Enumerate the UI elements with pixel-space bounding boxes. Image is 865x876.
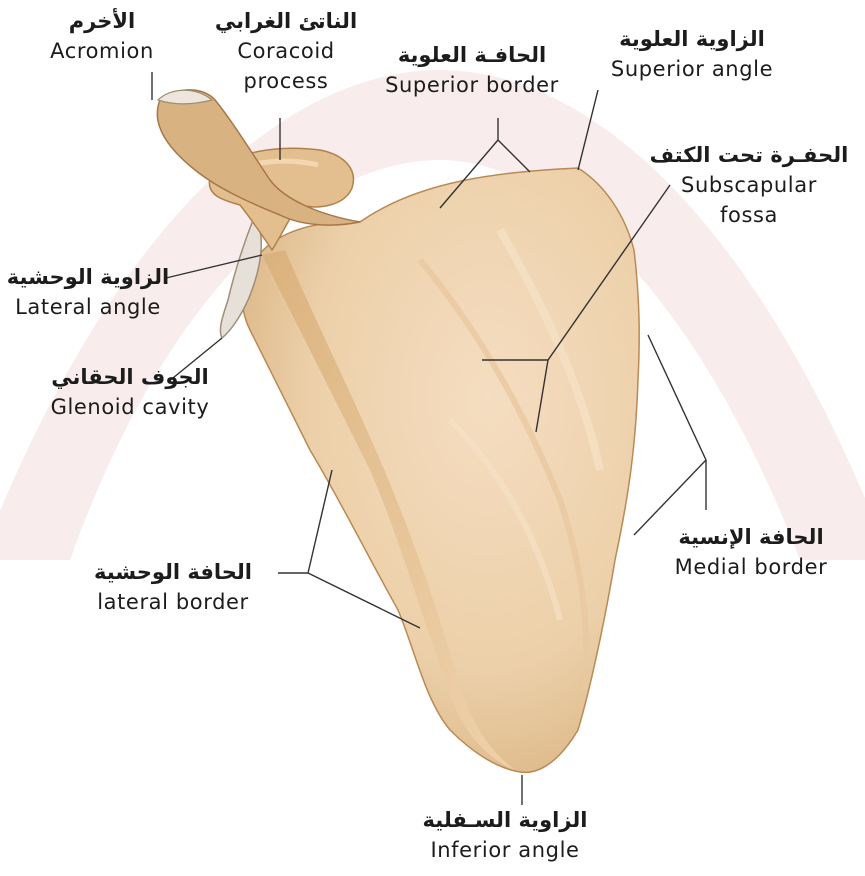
label-subscapular-fossa-ar: الحفـرة تحت الكتف [634,140,864,170]
label-inferior-angle-en: Inferior angle [400,835,610,865]
label-lateral-angle: الزاوية الوحشية Lateral angle [4,262,172,322]
label-coracoid-en2: process [198,66,374,96]
label-superior-angle-en: Superior angle [586,54,798,84]
label-medial-border-ar: الحافة الإنسية [646,522,856,552]
label-lateral-angle-ar: الزاوية الوحشية [4,262,172,292]
label-superior-angle-ar: الزاوية العلوية [586,24,798,54]
scapula-body [243,168,640,772]
label-superior-angle: الزاوية العلوية Superior angle [586,24,798,84]
label-acromion-en: Acromion [28,36,176,66]
label-lateral-border-en: lateral border [70,587,276,617]
leader-medial-border [634,335,706,535]
label-superior-border: الحافـة العلوية Superior border [354,40,590,100]
label-medial-border-en: Medial border [646,552,856,582]
label-coracoid-process: الناتئ الغرابي Coracoid process [198,6,374,96]
label-coracoid-en1: Coracoid [198,36,374,66]
label-acromion: الأخرم Acromion [28,6,176,66]
label-glenoid-cavity-en: Glenoid cavity [26,392,234,422]
label-inferior-angle-ar: الزاوية السـفلية [400,805,610,835]
label-subscapular-fossa-en2: fossa [634,200,864,230]
label-lateral-border: الحافة الوحشية lateral border [70,557,276,617]
label-inferior-angle: الزاوية السـفلية Inferior angle [400,805,610,865]
label-acromion-ar: الأخرم [28,6,176,36]
label-lateral-border-ar: الحافة الوحشية [70,557,276,587]
label-subscapular-fossa: الحفـرة تحت الكتف Subscapular fossa [634,140,864,230]
label-medial-border: الحافة الإنسية Medial border [646,522,856,582]
label-lateral-angle-en: Lateral angle [4,292,172,322]
label-glenoid-cavity-ar: الجوف الحقاني [26,362,234,392]
label-glenoid-cavity: الجوف الحقاني Glenoid cavity [26,362,234,422]
label-coracoid-ar: الناتئ الغرابي [198,6,374,36]
label-superior-border-en: Superior border [354,70,590,100]
label-subscapular-fossa-en1: Subscapular [634,170,864,200]
label-superior-border-ar: الحافـة العلوية [354,40,590,70]
